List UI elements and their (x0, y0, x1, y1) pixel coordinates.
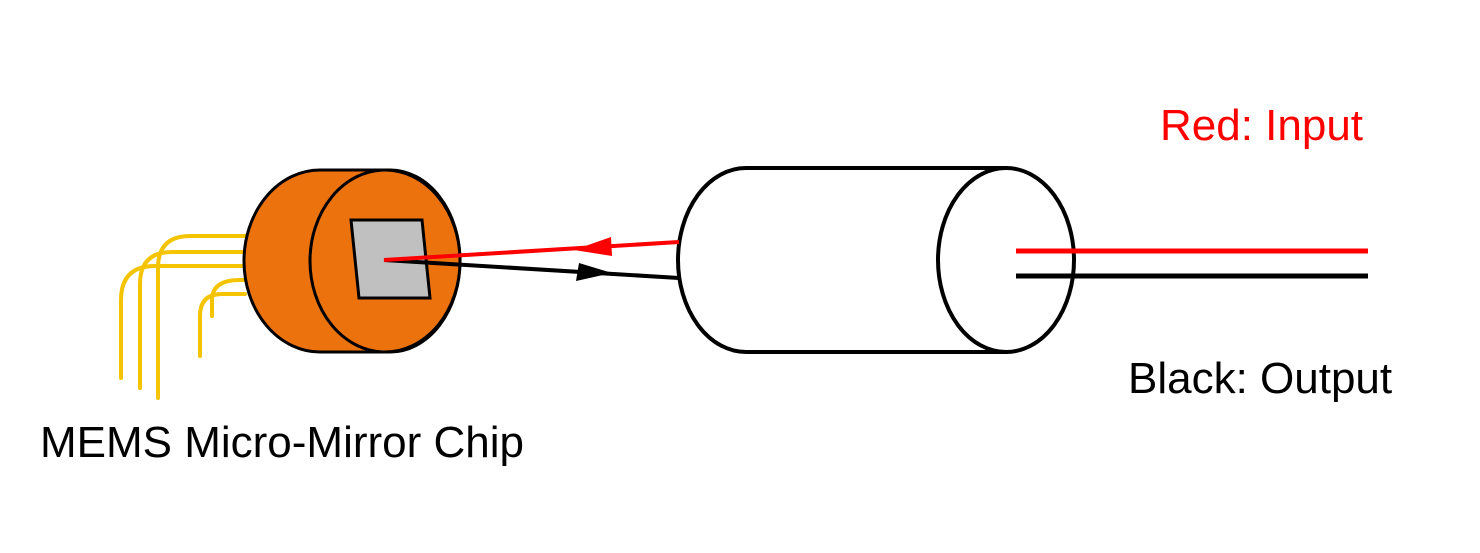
chip-lead-2 (138, 250, 247, 390)
output-label: Black: Output (1128, 354, 1392, 403)
chip-lead-4 (198, 292, 247, 358)
chip-leads (119, 234, 247, 400)
output-beam-arrowhead (576, 263, 612, 281)
output-beam (383, 258, 680, 280)
input-beam-arrowhead (574, 237, 612, 256)
chip-label: MEMS Micro-Mirror Chip (40, 418, 524, 467)
lens-face (936, 166, 1076, 354)
lens-cylinder (676, 166, 1076, 354)
fiber-lines (1016, 248, 1368, 279)
input-beam (383, 240, 680, 262)
lens-body (676, 166, 1008, 354)
beams (383, 237, 680, 281)
chip-lead-5 (210, 278, 247, 318)
input-label: Red: Input (1160, 101, 1363, 150)
chip-lead-3 (119, 264, 247, 380)
